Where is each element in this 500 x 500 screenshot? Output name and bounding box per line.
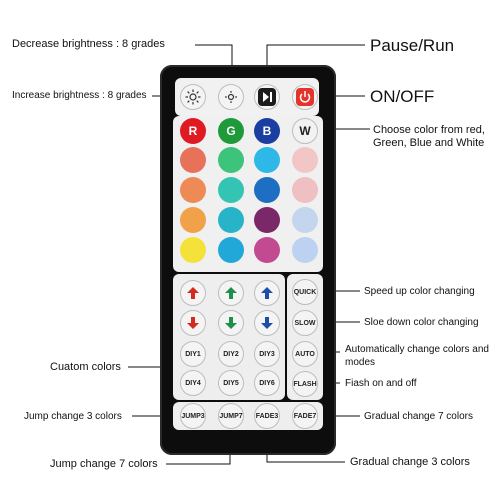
color-button[interactable]: [254, 207, 280, 233]
fade7-button[interactable]: FADE7: [292, 403, 318, 429]
color-button[interactable]: [254, 237, 280, 263]
diy-button-5[interactable]: DIY5: [218, 370, 244, 396]
color-button[interactable]: [180, 207, 206, 233]
label-on-off: ON/OFF: [370, 87, 435, 106]
diy-button-2[interactable]: DIY2: [218, 341, 244, 367]
color-button[interactable]: [292, 237, 318, 263]
mode-label: FLASH: [293, 380, 317, 388]
color-button-b[interactable]: B: [254, 118, 280, 144]
diy-label: DIY4: [185, 379, 201, 387]
effect-label: FADE7: [293, 412, 317, 420]
color-button-w[interactable]: W: [292, 118, 318, 144]
color-button[interactable]: [180, 147, 206, 173]
mode-label: QUICK: [293, 288, 317, 296]
arrow-up-icon: [225, 287, 237, 299]
diy-button-6[interactable]: DIY6: [254, 370, 280, 396]
diy-button-3[interactable]: DIY3: [254, 341, 280, 367]
color-button-label: B: [262, 124, 272, 138]
slow-button[interactable]: SLOW: [292, 310, 318, 336]
arrow-up-icon: [187, 287, 199, 299]
label-custom-colors: Cuatom colors: [50, 361, 121, 373]
color-button-label: G: [226, 124, 236, 138]
color-button[interactable]: [254, 147, 280, 173]
color-button[interactable]: [218, 207, 244, 233]
label-pause-run: Pause/Run: [370, 36, 455, 55]
label-increase-brightness: Increase brightness : 8 grades: [12, 90, 147, 101]
color-button[interactable]: [218, 177, 244, 203]
color-button-g[interactable]: G: [218, 118, 244, 144]
color-button-r[interactable]: R: [180, 118, 206, 144]
color-button-label: R: [188, 124, 198, 138]
fade3-button[interactable]: FADE3: [254, 403, 280, 429]
arrow-down-icon: [187, 317, 199, 329]
color-button[interactable]: [218, 237, 244, 263]
effect-label: FADE3: [255, 412, 279, 420]
color-button[interactable]: [254, 177, 280, 203]
mode-label: SLOW: [294, 319, 316, 327]
sun-dim-icon: [225, 91, 237, 103]
decrease-blue-button[interactable]: [254, 310, 280, 336]
color-button[interactable]: [218, 147, 244, 173]
arrow-up-icon: [261, 287, 273, 299]
play-pause-icon: [258, 88, 276, 106]
effect-label: JUMP7: [219, 412, 243, 420]
label-jump7: Jump change 7 colors: [50, 458, 158, 470]
increase-blue-button[interactable]: [254, 280, 280, 306]
brightness-down-button[interactable]: [218, 84, 244, 110]
label-flash: Fiash on and off: [345, 378, 417, 389]
mode-label: AUTO: [295, 350, 315, 358]
color-button[interactable]: [292, 177, 318, 203]
increase-red-button[interactable]: [180, 280, 206, 306]
diy-button-1[interactable]: DIY1: [180, 341, 206, 367]
diy-label: DIY6: [259, 379, 275, 387]
quick-button[interactable]: QUICK: [292, 279, 318, 305]
color-button[interactable]: [292, 147, 318, 173]
decrease-red-button[interactable]: [180, 310, 206, 336]
color-button-label: W: [299, 124, 311, 138]
diy-label: DIY1: [185, 350, 201, 358]
label-speed-up: Speed up color changing: [364, 286, 475, 297]
brightness-up-button[interactable]: [180, 84, 206, 110]
power-icon: [296, 88, 314, 106]
diy-label: DIY2: [223, 350, 239, 358]
increase-green-button[interactable]: [218, 280, 244, 306]
color-button[interactable]: [180, 177, 206, 203]
color-button[interactable]: [292, 207, 318, 233]
label-gradual7: Gradual change 7 colors: [364, 411, 473, 422]
arrow-down-icon: [225, 317, 237, 329]
sun-icon: [185, 89, 201, 105]
flash-button[interactable]: FLASH: [292, 371, 318, 397]
label-slow-down: Sloe down color changing: [364, 317, 479, 328]
label-auto-change: Automatically change colors and modes: [345, 344, 489, 368]
power-button[interactable]: [292, 84, 318, 110]
label-choose-color: Choose color from red, Green, Blue and W…: [373, 124, 485, 149]
jump7-button[interactable]: JUMP7: [218, 403, 244, 429]
label-gradual3: Gradual change 3 colors: [350, 456, 470, 468]
auto-button[interactable]: AUTO: [292, 341, 318, 367]
decrease-green-button[interactable]: [218, 310, 244, 336]
diy-label: DIY3: [259, 350, 275, 358]
effect-label: JUMP3: [181, 412, 205, 420]
arrow-down-icon: [261, 317, 273, 329]
diy-button-4[interactable]: DIY4: [180, 370, 206, 396]
diy-label: DIY5: [223, 379, 239, 387]
jump3-button[interactable]: JUMP3: [180, 403, 206, 429]
color-button[interactable]: [180, 237, 206, 263]
label-decrease-brightness: Decrease brightness : 8 grades: [12, 38, 165, 50]
pause-run-button[interactable]: [254, 84, 280, 110]
label-jump3: Jump change 3 colors: [24, 411, 122, 422]
